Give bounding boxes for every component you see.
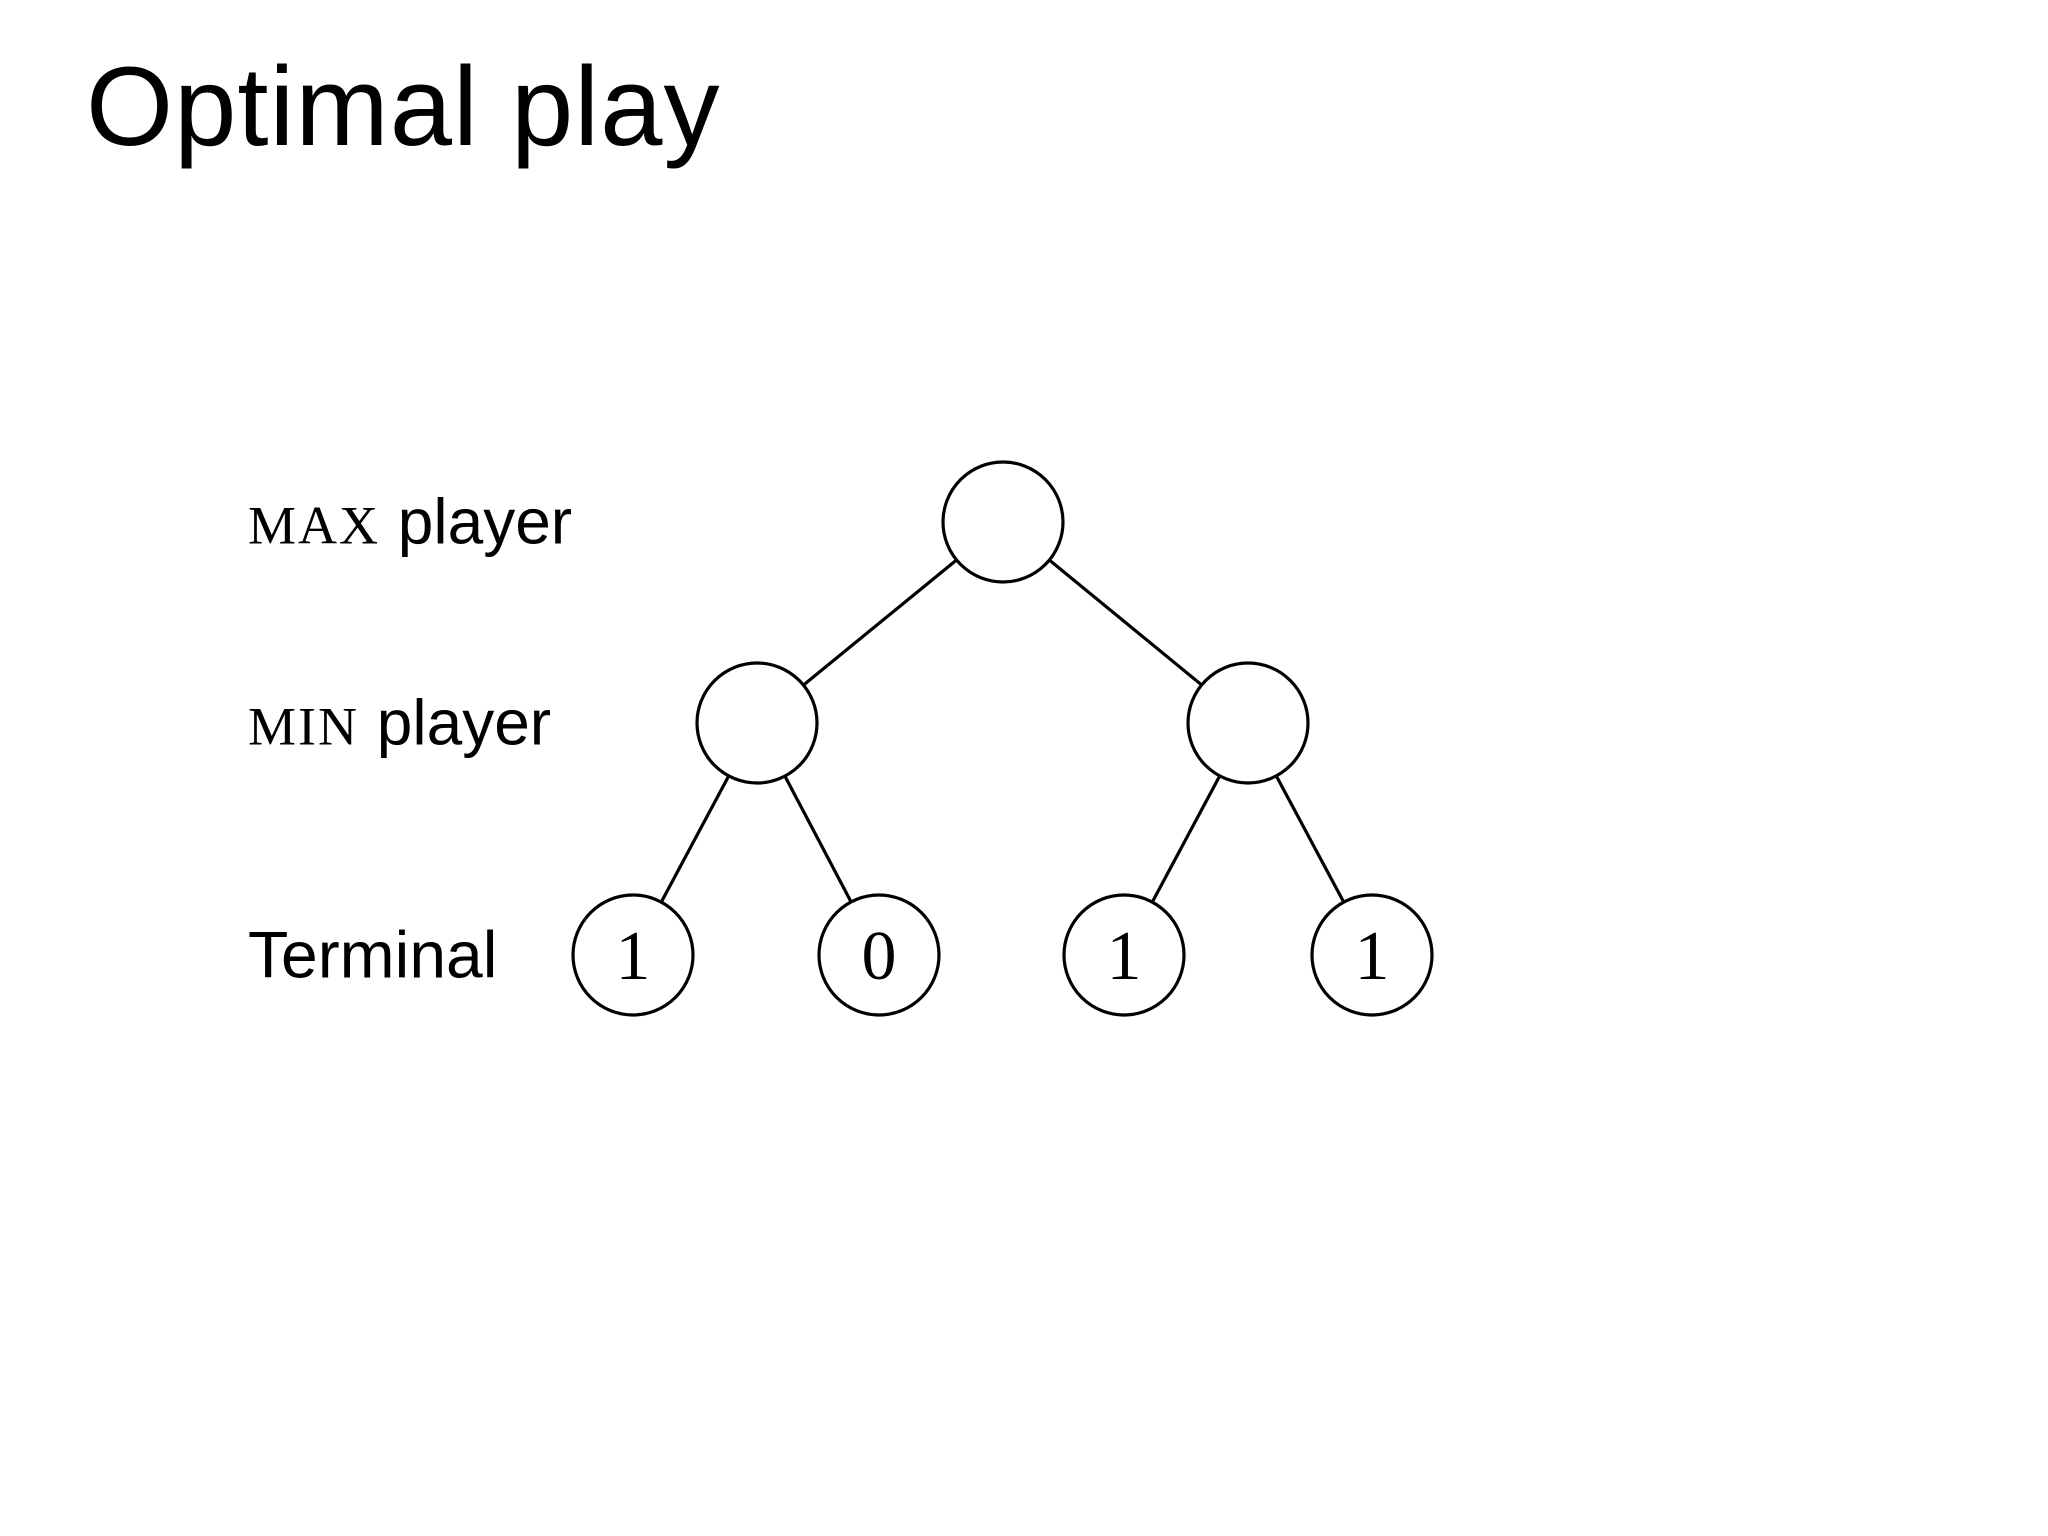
- max-player-label-smallcaps: MAX: [248, 495, 381, 556]
- terminal-node-1-circle: [571, 893, 695, 1017]
- max-player-label: MAX player: [248, 484, 572, 561]
- terminal-node-1-value: 1: [616, 918, 651, 995]
- terminal-node-3-value: 1: [1107, 918, 1142, 995]
- min-player-label-smallcaps: MIN: [248, 696, 359, 757]
- terminal-node-4-value: 1: [1355, 918, 1390, 995]
- min-player-label-rest: player: [376, 686, 552, 759]
- max-root-node-circle: [941, 460, 1065, 584]
- min-player-label: MIN player: [248, 685, 551, 762]
- terminal-node-2-value: 0: [862, 918, 897, 995]
- terminal-node-4-circle: [1310, 893, 1434, 1017]
- min-right-node-circle: [1186, 661, 1310, 785]
- min-left-node-circle: [695, 661, 819, 785]
- page-title: Optimal play: [86, 44, 721, 169]
- terminal-node-2-circle: [817, 893, 941, 1017]
- max-player-label-rest: player: [397, 485, 573, 558]
- terminal-label: Terminal: [248, 917, 498, 992]
- terminal-node-3-circle: [1062, 893, 1186, 1017]
